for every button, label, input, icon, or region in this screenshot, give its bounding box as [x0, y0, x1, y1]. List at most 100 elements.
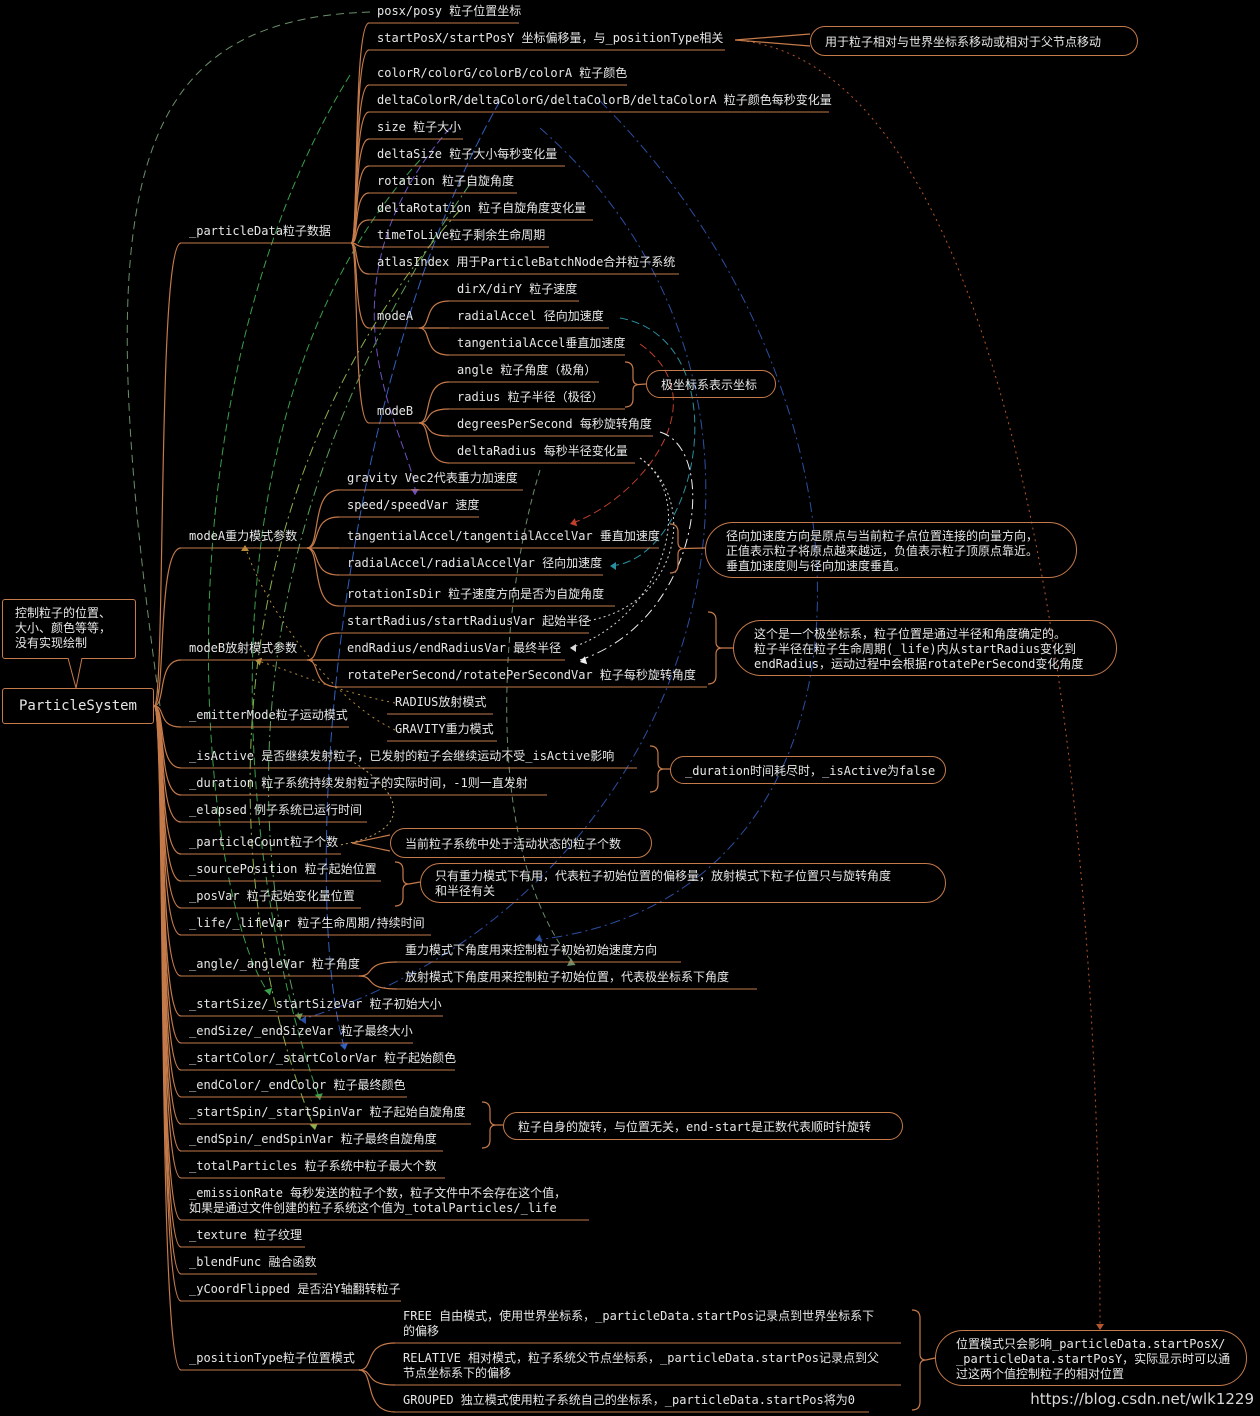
- node-emittermode[interactable]: _emitterMode粒子运动模式: [189, 708, 348, 722]
- bracket-source: [394, 861, 421, 907]
- branch-mbd-angle_d: [418, 381, 450, 424]
- link-deltacolor-arrow: [535, 934, 543, 943]
- position-type-note: 位置模式只会影响_particleData.startPosX/ _partic…: [935, 1330, 1247, 1386]
- branch-mad-tangentialaccel_d: [418, 327, 450, 356]
- node-particledata[interactable]: _particleData粒子数据: [189, 224, 331, 238]
- branch-pd-modeb_d: [350, 242, 370, 424]
- link-startpos-positiontype: [734, 39, 1101, 1331]
- node-modeb[interactable]: modeB放射模式参数: [189, 641, 298, 655]
- bracket-positiontype: [911, 1309, 936, 1411]
- node-startpos[interactable]: startPosX/startPosY 坐标偏移量，与_positionType…: [377, 31, 724, 45]
- link-posxy: [126, 11, 371, 707]
- node-startspin[interactable]: _startSpin/_startSpinVar 粒子起始自旋角度: [189, 1105, 466, 1119]
- node-modeb-d[interactable]: modeB: [377, 404, 414, 418]
- node-gravitymode[interactable]: GRAVITY重力模式: [395, 722, 494, 736]
- polar-note: 极坐标系表示坐标: [646, 370, 776, 398]
- node-gravity[interactable]: gravity Vec2代表重力加速度: [347, 471, 518, 485]
- link-radius-mode: [254, 659, 396, 704]
- startpos-pointer: [734, 33, 811, 47]
- link-size-speed: [373, 127, 451, 496]
- node-endradius[interactable]: endRadius/endRadiusVar 最终半径: [347, 641, 562, 655]
- link-radial-arrow: [610, 562, 616, 570]
- node-elapsed[interactable]: _elapsed 例子系统已运行时间: [189, 803, 363, 817]
- link-deltacolor-2-arrow: [339, 1043, 348, 1050]
- node-color[interactable]: colorR/colorG/colorB/colorA 粒子颜色: [377, 66, 628, 80]
- node-startcolor[interactable]: _startColor/_startColorVar 粒子起始颜色: [189, 1051, 457, 1065]
- branch-modea: [153, 547, 182, 707]
- node-endspin[interactable]: _endSpin/_endSpinVar 粒子最终自旋角度: [189, 1132, 437, 1146]
- link-deltaradius: [569, 457, 670, 649]
- node-posvar[interactable]: _posVar 粒子起始变化量位置: [189, 889, 355, 903]
- particle-system-root[interactable]: ParticleSystem: [2, 688, 154, 724]
- branch-ma-speed: [306, 516, 340, 549]
- node-posxy[interactable]: posx/posy 粒子位置坐标: [377, 4, 522, 18]
- link-color-arrow: [264, 987, 273, 995]
- link-startpos-positiontype-arrow: [1096, 1324, 1104, 1330]
- node-grouped[interactable]: GROUPED 独立模式使用粒子系统自己的坐标系，_particleData.s…: [403, 1393, 855, 1407]
- node-angle-d[interactable]: angle 粒子角度（极角）: [457, 363, 597, 377]
- node-speed[interactable]: speed/speedVar 速度: [347, 498, 480, 512]
- node-modea[interactable]: modeA重力模式参数: [189, 529, 298, 543]
- node-modea-d[interactable]: modeA: [377, 309, 414, 323]
- node-particlecount[interactable]: _particleCount粒子个数: [189, 835, 339, 849]
- node-deltaradius-d[interactable]: deltaRadius 每秒半径变化量: [457, 444, 628, 458]
- node-radius-d[interactable]: radius 粒子半径（极径）: [457, 390, 604, 404]
- modeb-note: 这个是一个极坐标系，粒子位置是通过半径和角度确定的。 粒子半径在粒子生命周期(_…: [733, 620, 1117, 676]
- node-deltacolor[interactable]: deltaColorR/deltaColorG/deltaColorB/delt…: [377, 93, 832, 107]
- node-tangentialaccel-d[interactable]: tangentialAccel垂直加速度: [457, 336, 626, 350]
- link-tangential-arrow: [570, 518, 578, 527]
- node-rotatepersecond[interactable]: rotatePerSecond/rotatePerSecondVar 粒子每秒旋…: [347, 668, 696, 682]
- node-dps-d[interactable]: degreesPerSecond 每秒旋转角度: [457, 417, 652, 431]
- node-angleradius[interactable]: 放射模式下角度用来控制粒子初始位置，代表极坐标系下角度: [405, 970, 730, 984]
- node-relative[interactable]: RELATIVE 相对模式，粒子系统父节点坐标系，_particleData.s…: [403, 1351, 879, 1380]
- node-deltarotation[interactable]: deltaRotation 粒子自旋角度变化量: [377, 201, 587, 215]
- node-startsize[interactable]: _startSize/_startSizeVar 粒子初始大小: [189, 997, 442, 1011]
- branch-mbd-radius_d: [418, 408, 450, 424]
- branch-mad-dir: [418, 300, 450, 329]
- node-texture[interactable]: _texture 粒子纹理: [189, 1228, 303, 1242]
- source-note: 只有重力模式下有用，代表粒子初始位置的偏移量，放射模式下粒子位置只与旋转角度 和…: [420, 863, 946, 903]
- node-blendfunc[interactable]: _blendFunc 融合函数: [189, 1255, 317, 1269]
- node-emissionrate[interactable]: _emissionRate 每秒发送的粒子个数，粒子文件中不会存在这个值， 如果…: [189, 1186, 567, 1215]
- node-ycoordflipped[interactable]: _yCoordFlipped 是否沿Y轴翻转粒子: [189, 1282, 401, 1296]
- node-rotation[interactable]: rotation 粒子自旋角度: [377, 174, 515, 188]
- node-atlasindex[interactable]: atlasIndex 用于ParticleBatchNode合并粒子系统: [377, 255, 676, 269]
- node-positiontype[interactable]: _positionType粒子位置模式: [189, 1351, 355, 1365]
- branch-pd-color: [350, 84, 370, 244]
- startpos-note: 用于粒子相对与世界坐标系移动或相对于父节点移动: [810, 26, 1138, 56]
- node-radiusmode[interactable]: RADIUS放射模式: [395, 695, 487, 709]
- node-isactive[interactable]: _isActive 是否继续发射粒子，已发射的粒子会继续运动不受_isActiv…: [189, 749, 615, 763]
- node-rotationisdir[interactable]: rotationIsDir 粒子速度方向是否为自旋角度: [347, 587, 605, 601]
- count-pointer: [351, 834, 391, 852]
- link-deltacolor: [534, 100, 818, 941]
- node-sourceposition[interactable]: _sourcePosition 粒子起始位置: [189, 862, 377, 876]
- branch-mb-startradius: [306, 632, 340, 661]
- node-startradius[interactable]: startRadius/startRadiusVar 起始半径: [347, 614, 591, 628]
- node-radialaccel-d[interactable]: radialAccel 径向加速度: [457, 309, 604, 323]
- node-anglegravity[interactable]: 重力模式下角度用来控制粒子初始初始速度方向: [405, 943, 658, 957]
- node-tangentialaccel[interactable]: tangentialAccel/tangentialAccelVar 垂直加速度: [347, 529, 660, 543]
- branch-angle-angleradius: [358, 975, 398, 990]
- node-radialaccel[interactable]: radialAccel/radialAccelVar 径向加速度: [347, 556, 603, 570]
- node-endcolor[interactable]: _endColor/_endColor 粒子最终颜色: [189, 1078, 406, 1092]
- node-dir[interactable]: dirX/dirY 粒子速度: [457, 282, 578, 296]
- link-gravity-mode: [244, 544, 396, 731]
- bracket-duration: [649, 745, 670, 793]
- node-deltasize[interactable]: deltaSize 粒子大小每秒变化量: [377, 147, 558, 161]
- node-free[interactable]: FREE 自由模式，使用世界坐标系，_particleData.startPos…: [403, 1309, 875, 1338]
- count-note: 当前粒子系统中处于活动状态的粒子个数: [390, 828, 652, 858]
- link-color: [207, 74, 351, 996]
- node-life[interactable]: _life/_lifeVar 粒子生命周期/持续时间: [189, 916, 425, 930]
- node-totalparticles[interactable]: _totalParticles 粒子系统中粒子最大个数: [189, 1159, 437, 1173]
- node-timetolive[interactable]: timeToLive粒子剩余生命周期: [377, 228, 546, 242]
- node-duration[interactable]: _duration 粒子系统持续发射粒子的实际时间，-1则一直发射: [189, 776, 528, 790]
- link-radius-mode-arrow: [255, 657, 263, 666]
- spin-note: 粒子自身的旋转，与位置无关，end-start是正数代表顺时针旋转: [503, 1112, 903, 1140]
- link-deltarotation: [249, 209, 461, 1131]
- branch-ma-gravity: [306, 489, 340, 549]
- node-size[interactable]: size 粒子大小: [377, 120, 462, 134]
- link-deltasize: [251, 159, 421, 1101]
- branch-pd-startpos: [350, 49, 370, 244]
- node-endsize[interactable]: _endSize/_endSizeVar 粒子最终大小: [189, 1024, 413, 1038]
- node-angle[interactable]: _angle/_angleVar 粒子角度: [189, 957, 360, 971]
